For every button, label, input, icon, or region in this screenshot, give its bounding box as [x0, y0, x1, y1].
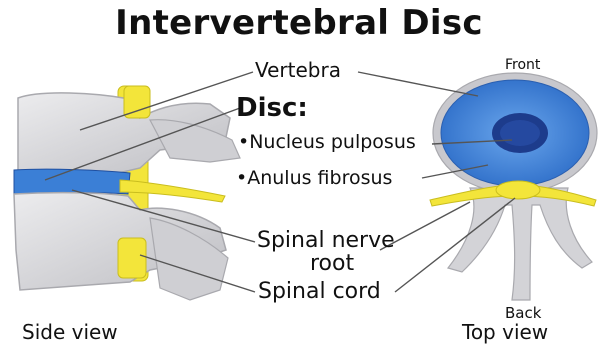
side-cord-upper — [124, 86, 150, 118]
leader-vertebra-top — [358, 72, 478, 96]
label-vertebra: Vertebra — [255, 60, 341, 80]
label-back: Back — [505, 306, 541, 321]
label-anulus-fibrosus: •Anulus fibrosus — [236, 169, 392, 188]
label-spinal-nerve-root-line1: Spinal nerve — [257, 230, 395, 252]
label-spinal-cord: Spinal cord — [258, 281, 381, 303]
label-top-view: Top view — [462, 322, 548, 342]
label-front: Front — [505, 58, 540, 72]
leader-cord-top — [395, 198, 515, 292]
side-cord-lower — [118, 238, 146, 278]
top-view-illustration — [430, 73, 597, 300]
label-disc-heading: Disc: — [236, 95, 308, 121]
side-view-illustration — [14, 86, 240, 300]
top-nucleus-texture — [500, 120, 540, 146]
top-spinal-cord — [496, 181, 540, 199]
label-spinal-nerve-root-line2: root — [310, 253, 354, 275]
label-side-view: Side view — [22, 322, 118, 342]
top-posterior-processes — [448, 188, 592, 300]
diagram-title: Intervertebral Disc — [0, 6, 598, 40]
label-nucleus-pulposus: •Nucleus pulposus — [238, 133, 416, 152]
